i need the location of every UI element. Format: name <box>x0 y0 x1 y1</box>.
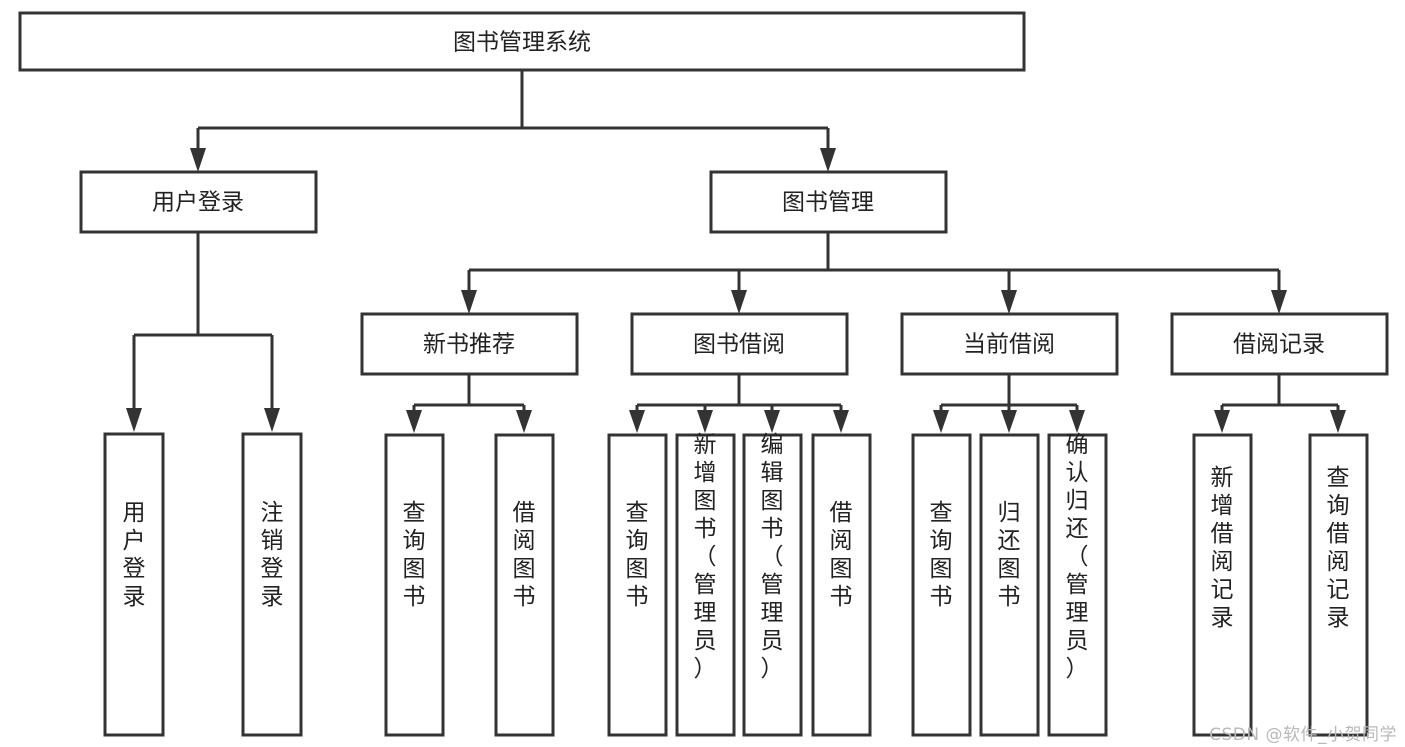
arrow-head-borrowrecord-leaf-2 <box>1330 410 1346 433</box>
leaf-confirm-return-admin-label: 确认归还（管理员） <box>1066 432 1089 682</box>
arrow-head-bookborrow-leaf-3 <box>764 410 780 433</box>
node-book-management[interactable]: 图书管理 <box>709 170 948 234</box>
leaf-logout-box[interactable] <box>241 432 303 737</box>
arrow-head-currentborrow-leaf-2 <box>1001 410 1017 433</box>
leaf-query-borrow-record-box[interactable] <box>1308 433 1369 737</box>
leaf-edit-book-admin-label: 编辑图书（管理员） <box>761 432 784 682</box>
leaf-return-book-label: 归还图书 <box>998 500 1021 610</box>
arrow-head-user-login <box>190 148 206 172</box>
leaf-query-borrow-record-label: 查询借阅记录 <box>1327 465 1350 631</box>
leaf-node-query-book-c[interactable]: 查询图书 <box>911 433 972 737</box>
leaf-node-add-borrow-record[interactable]: 新增借阅记录 <box>1192 433 1253 737</box>
leaf-confirm-return-admin-box[interactable] <box>1047 433 1108 737</box>
node-borrow-record-label: 借阅记录 <box>1233 332 1325 358</box>
node-user-login[interactable]: 用户登录 <box>79 170 318 234</box>
arrow-head-book-borrow <box>731 290 747 314</box>
leaf-logout-label: 注销登录 <box>261 500 284 610</box>
node-book-borrow[interactable]: 图书借阅 <box>630 312 849 376</box>
node-current-borrow-label: 当前借阅 <box>963 332 1055 358</box>
node-user-login-box[interactable] <box>79 170 318 234</box>
node-borrow-record[interactable]: 借阅记录 <box>1170 312 1389 376</box>
leaf-node-edit-book-admin[interactable]: 编辑图书（管理员） <box>742 432 803 737</box>
leaf-node-query-borrow-record[interactable]: 查询借阅记录 <box>1308 433 1369 737</box>
leaf-node-return-book[interactable]: 归还图书 <box>979 433 1040 737</box>
arrow-head-bookborrow-leaf-2 <box>697 410 713 433</box>
leaf-query-book-a-box[interactable] <box>384 433 445 737</box>
leaf-user-login-label: 用户登录 <box>123 500 146 610</box>
connector-layer <box>126 70 1346 433</box>
leaf-node-query-book-a[interactable]: 查询图书 <box>384 433 445 737</box>
node-root-box[interactable] <box>18 11 1026 72</box>
leaf-query-book-a-label: 查询图书 <box>403 500 426 610</box>
arrow-head-leaf-logout <box>264 408 280 432</box>
leaf-node-user-login[interactable]: 用户登录 <box>103 432 165 737</box>
node-new-book-recommend-box[interactable] <box>360 312 579 376</box>
leaf-edit-book-admin-box[interactable] <box>742 433 803 737</box>
node-current-borrow[interactable]: 当前借阅 <box>900 312 1119 376</box>
node-book-borrow-label: 图书借阅 <box>693 332 785 358</box>
leaf-borrow-book-a-box[interactable] <box>494 433 555 737</box>
leaf-query-book-c-label: 查询图书 <box>930 500 953 610</box>
leaf-borrow-book-b-box[interactable] <box>811 433 872 737</box>
leaf-node-borrow-book-b[interactable]: 借阅图书 <box>811 433 872 737</box>
arrow-head-new-book <box>461 290 477 314</box>
leaf-return-book-box[interactable] <box>979 433 1040 737</box>
leaf-node-add-book-admin[interactable]: 新增图书（管理员） <box>675 432 736 737</box>
node-root[interactable]: 图书管理系统 <box>18 11 1026 72</box>
leaf-node-confirm-return-admin[interactable]: 确认归还（管理员） <box>1047 432 1108 737</box>
arrow-head-borrowrecord-leaf-1 <box>1214 410 1230 433</box>
node-book-management-box[interactable] <box>709 170 948 234</box>
leaf-add-book-admin-box[interactable] <box>675 433 736 737</box>
leaf-node-borrow-book-a[interactable]: 借阅图书 <box>494 433 555 737</box>
arrow-head-book-mgmt <box>820 148 836 172</box>
arrow-head-bookborrow-leaf-1 <box>629 410 645 433</box>
arrow-head-newbook-leaf-2 <box>516 410 532 433</box>
node-current-borrow-box[interactable] <box>900 312 1119 376</box>
leaf-query-book-c-box[interactable] <box>911 433 972 737</box>
node-book-borrow-box[interactable] <box>630 312 849 376</box>
leaf-borrow-book-a-label: 借阅图书 <box>513 500 536 610</box>
node-root-label: 图书管理系统 <box>453 30 591 56</box>
leaf-query-book-b-label: 查询图书 <box>626 500 649 610</box>
arrow-head-currentborrow-leaf-1 <box>933 410 949 433</box>
node-user-login-label: 用户登录 <box>152 190 244 216</box>
arrow-head-leaf-user-login <box>126 408 142 432</box>
leaf-query-book-b-box[interactable] <box>607 433 668 737</box>
arrow-head-current-borrow <box>1001 290 1017 314</box>
node-new-book-recommend-label: 新书推荐 <box>423 332 515 358</box>
arrow-head-bookborrow-leaf-4 <box>833 410 849 433</box>
node-borrow-record-box[interactable] <box>1170 312 1389 376</box>
leaf-add-book-admin-label: 新增图书（管理员） <box>694 432 717 682</box>
leaf-borrow-book-b-label: 借阅图书 <box>830 500 853 610</box>
leaf-add-borrow-record-box[interactable] <box>1192 433 1253 737</box>
arrow-head-newbook-leaf-1 <box>406 410 422 433</box>
leaf-user-login-box[interactable] <box>103 432 165 737</box>
node-new-book-recommend[interactable]: 新书推荐 <box>360 312 579 376</box>
arrow-head-borrow-record <box>1271 290 1287 314</box>
leaf-add-borrow-record-label: 新增借阅记录 <box>1211 465 1234 631</box>
leaf-node-logout[interactable]: 注销登录 <box>241 432 303 737</box>
arrow-head-currentborrow-leaf-3 <box>1069 410 1085 433</box>
node-book-management-label: 图书管理 <box>782 190 874 216</box>
leaf-node-query-book-b[interactable]: 查询图书 <box>607 433 668 737</box>
